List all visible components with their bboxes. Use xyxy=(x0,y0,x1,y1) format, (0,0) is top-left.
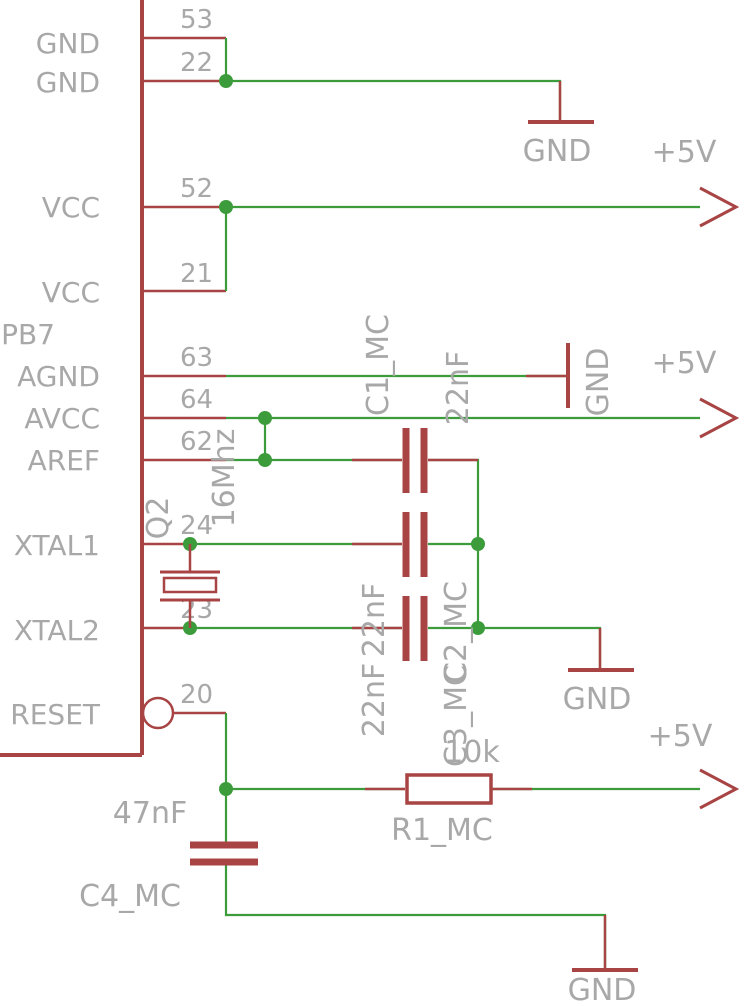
pin-name: AVCC xyxy=(24,402,100,435)
pin-number: 63 xyxy=(180,343,213,373)
resistor-r1: R1_MC 10k xyxy=(365,735,532,848)
pin-number: 24 xyxy=(180,511,213,541)
junction-dot xyxy=(258,411,272,425)
q2-name: Q2 xyxy=(141,497,176,540)
capacitor-c2 xyxy=(352,512,428,577)
gnd-label: GND xyxy=(563,682,632,717)
capacitor-c1: C1_MC 22nF xyxy=(352,314,478,493)
gnd-symbol-top: GND xyxy=(523,81,594,169)
r1-value: 10k xyxy=(444,735,500,770)
vcc-symbol-1: +5V xyxy=(652,135,740,228)
pin-number: 62 xyxy=(180,427,213,457)
c1-value: 22nF xyxy=(441,351,476,425)
gnd-symbol-xtal: GND xyxy=(563,628,634,717)
pin-number: 64 xyxy=(180,385,213,415)
pin-name: VCC xyxy=(42,191,100,224)
pin-name: AREF xyxy=(28,444,100,477)
vcc-symbol-3: +5V xyxy=(648,719,740,810)
vcc-label: +5V xyxy=(652,346,717,381)
gnd-label: GND xyxy=(568,973,637,1006)
pin-name: XTAL2 xyxy=(14,614,100,647)
vcc-label: +5V xyxy=(652,135,717,170)
junction-dot xyxy=(471,621,485,635)
junction-dot xyxy=(219,200,233,214)
pin-number: 21 xyxy=(180,259,213,289)
mcu-symbol: GND GND VCC VCC PB7 AGND AVCC AREF XTAL1… xyxy=(0,0,226,757)
c4-value: 47nF xyxy=(113,796,187,831)
reset-inversion-bubble xyxy=(141,696,175,730)
r1-name: R1_MC xyxy=(391,813,493,848)
pin-name: XTAL1 xyxy=(14,529,100,562)
vcc-label: +5V xyxy=(648,719,713,754)
gnd-label: GND xyxy=(523,134,592,169)
c1-name: C1_MC xyxy=(361,314,396,416)
net-c4-gnd xyxy=(224,862,607,970)
gnd-symbol-bottom: GND xyxy=(568,915,638,1006)
junction-dot xyxy=(219,782,233,796)
c3-name: C3_MC xyxy=(439,665,474,767)
pin-name: AGND xyxy=(17,360,100,393)
junction-dot xyxy=(258,453,272,467)
gnd-label: GND xyxy=(581,348,616,417)
capacitor-c4: 47nF C4_MC xyxy=(79,796,258,914)
c2-name: C2_MC xyxy=(439,581,474,683)
net-gnd-top xyxy=(224,38,562,120)
c4-name: C4_MC xyxy=(79,879,181,914)
pin-name: GND xyxy=(36,27,100,60)
pin-name: GND xyxy=(36,66,100,99)
pin-number: 22 xyxy=(180,48,213,78)
vcc-symbol-2: +5V xyxy=(652,346,740,439)
c2-value: 22nF xyxy=(357,583,392,657)
pin-name: PB7 xyxy=(1,318,55,351)
junction-dot xyxy=(471,537,485,551)
pin-number: 20 xyxy=(180,680,213,710)
net-vcc xyxy=(224,205,700,291)
pin-name: VCC xyxy=(42,276,100,309)
c3-value: 22nF xyxy=(357,663,392,737)
pin-name: RESET xyxy=(10,698,101,731)
q2-value: 16Mhz xyxy=(207,429,242,528)
junction-dot xyxy=(219,74,233,88)
pin-number: 53 xyxy=(180,5,213,35)
crystal-q2: Q2 16Mhz xyxy=(141,429,242,628)
capacitor-c3 xyxy=(352,596,428,661)
pin-number: 52 xyxy=(180,174,213,204)
gnd-symbol-agnd: GND xyxy=(526,343,616,416)
